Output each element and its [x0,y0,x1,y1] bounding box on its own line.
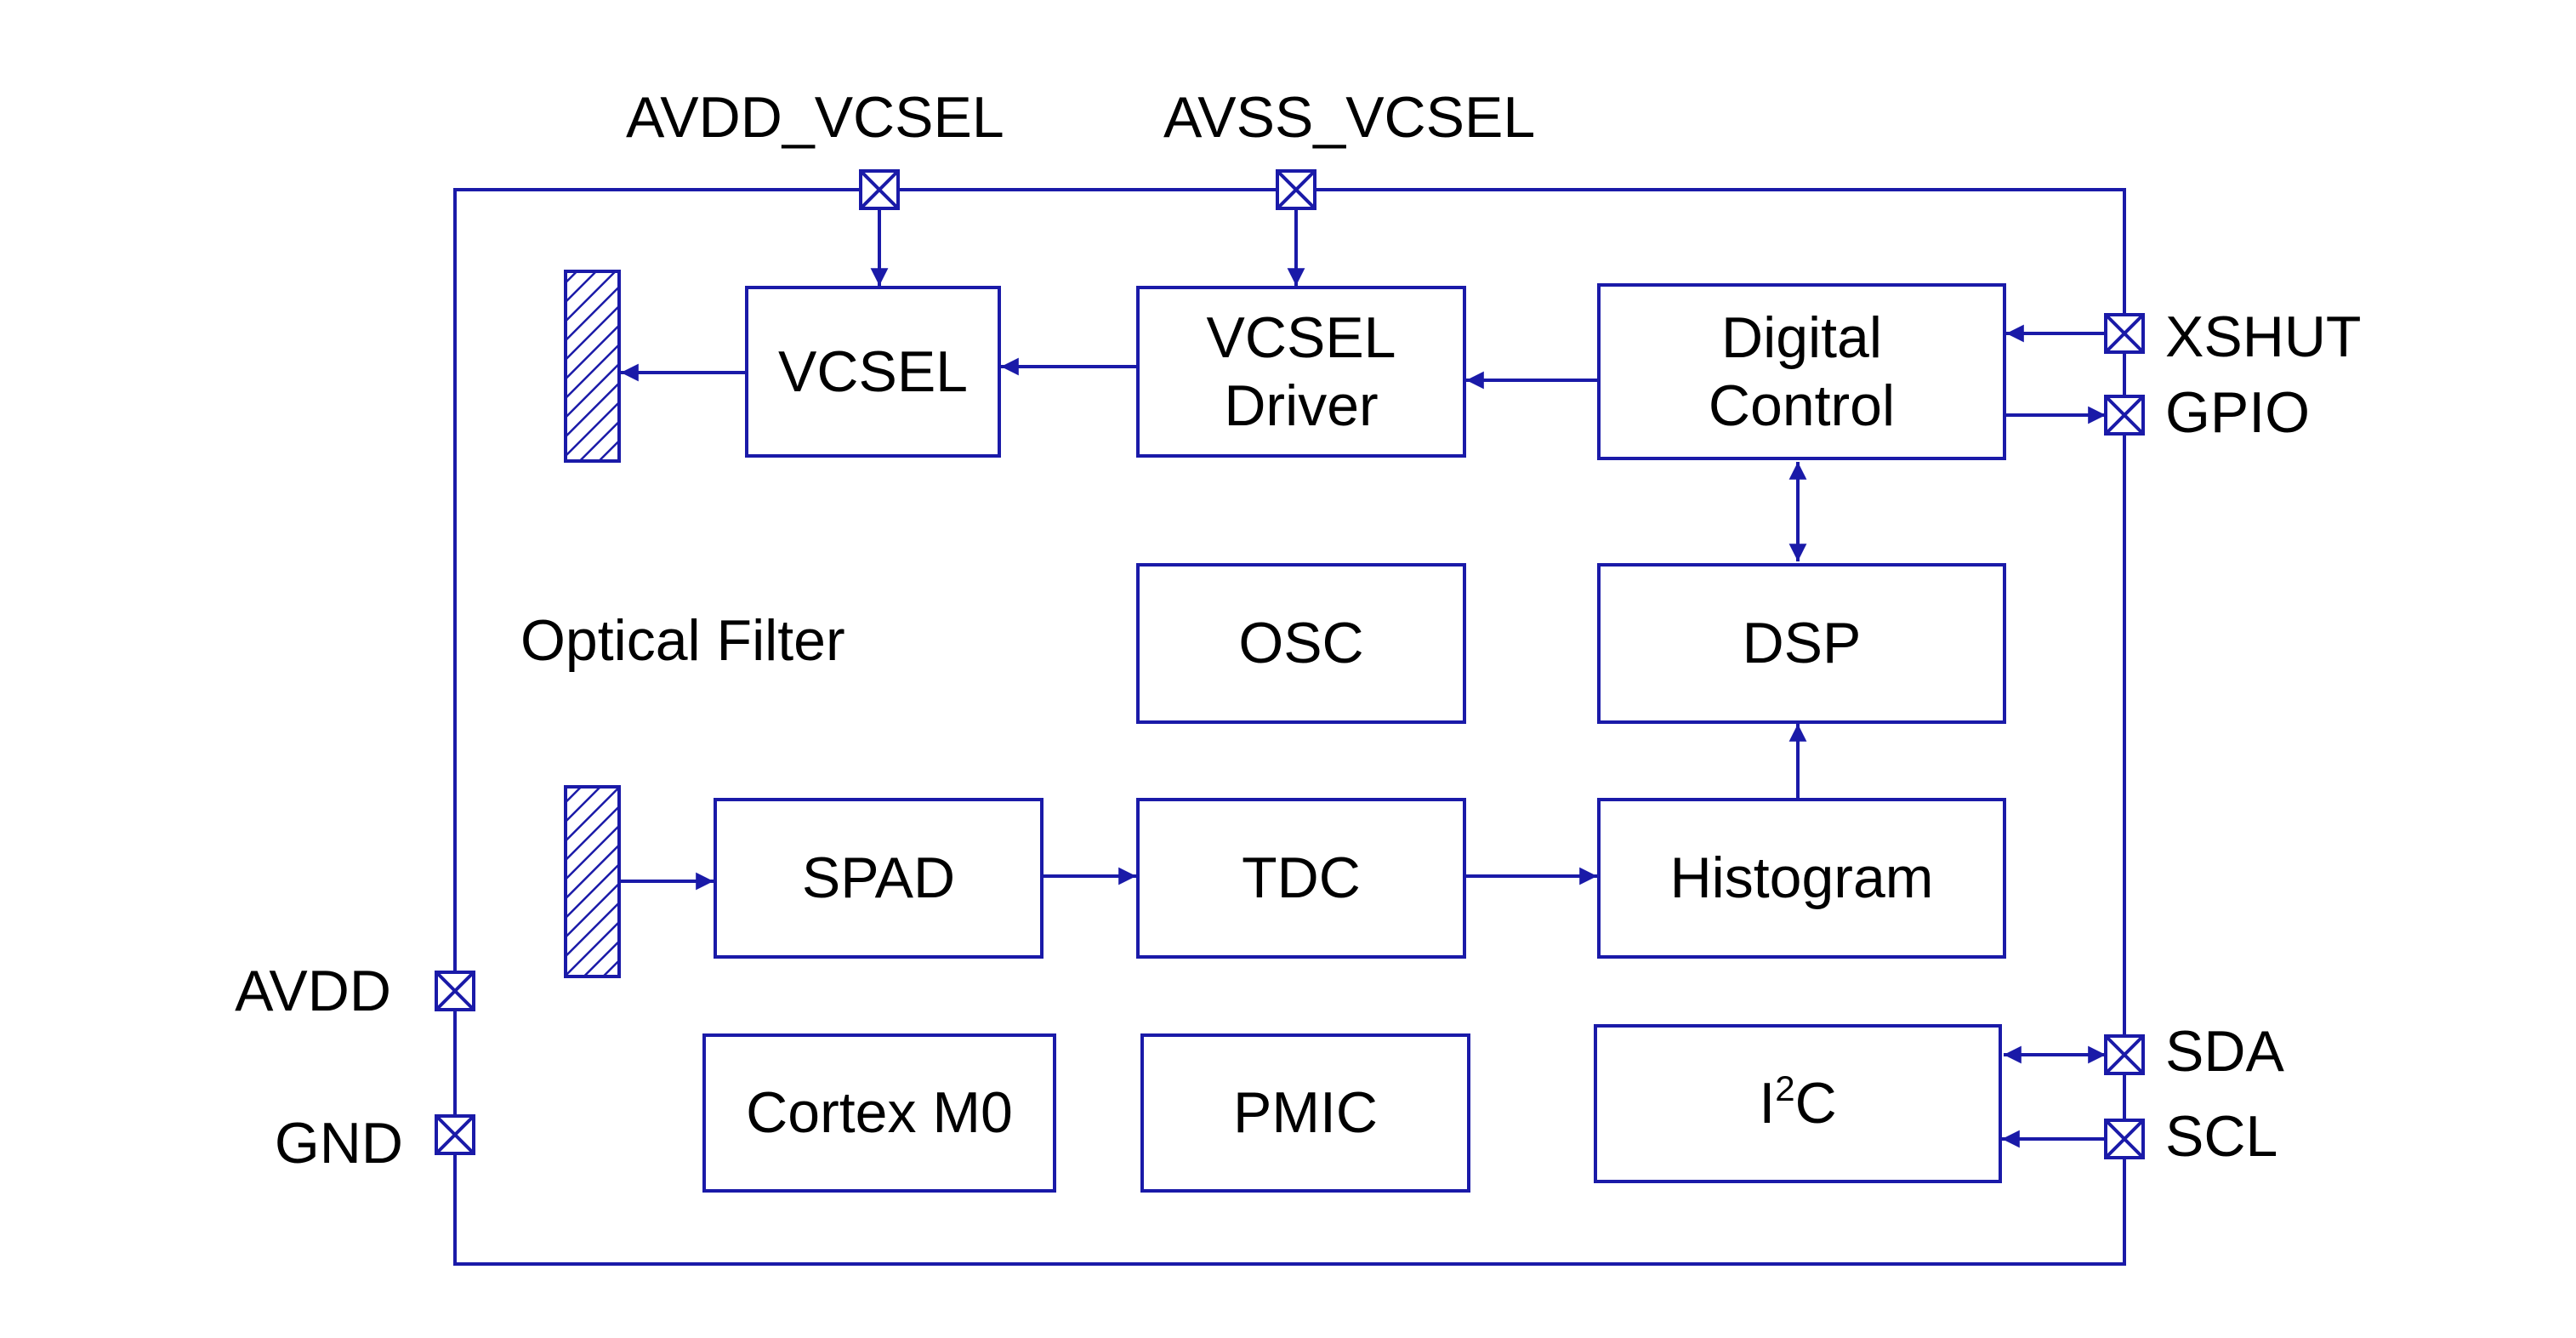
osc-label: OSC [1138,565,1464,722]
pin-pad-avdd [435,971,475,1011]
vcsel-driver-label-line1: VCSEL [1206,305,1396,370]
pin-pad-gnd [435,1114,475,1155]
i2c-label: I2C [1595,1026,2000,1181]
histogram-label: Histogram [1599,800,2005,957]
pin-label-sda: SDA [2165,1019,2284,1084]
pin-pad-avdd-vcsel [859,169,900,210]
vcsel-label-text: VCSEL [778,339,968,404]
digital-control-block [1597,283,2006,460]
i2c-label-sup: 2 [1775,1068,1795,1109]
optical-filter-tx [564,270,621,463]
pin-pad-sda [2104,1034,2145,1075]
pin-pad-xshut [2104,313,2145,354]
spad-label: SPAD [715,800,1042,957]
histogram-block [1597,798,2006,959]
pmic-label: PMIC [1142,1035,1469,1191]
cortex-m0-label-text: Cortex M0 [746,1080,1013,1146]
i2c-block [1594,1024,2002,1183]
tdc-label-text: TDC [1242,846,1361,911]
spad-label-text: SPAD [801,846,956,911]
dsp-block [1597,563,2006,724]
tdc-block [1136,798,1466,959]
tdc-label: TDC [1138,800,1464,957]
osc-block [1136,563,1466,724]
i2c-label-text: I2C [1759,1069,1836,1137]
cortex-m0-block [702,1033,1056,1193]
optical-filter-rx [564,785,621,978]
pin-label-gpio: GPIO [2165,380,2311,445]
pmic-label-text: PMIC [1233,1080,1378,1146]
pin-label-avdd: AVDD [235,959,391,1023]
vcsel-driver-label-line2: Driver [1224,373,1379,438]
pmic-block [1140,1033,1470,1193]
i2c-label-tail: C [1794,1071,1837,1136]
pin-label-gnd: GND [274,1111,403,1176]
pin-label-avss-vcsel: AVSS_VCSEL [1163,85,1536,150]
digital-control-label-line2: Control [1708,373,1896,438]
histogram-label-text: Histogram [1669,846,1934,911]
dsp-label-text: DSP [1742,611,1862,676]
pin-label-avdd-vcsel: AVDD_VCSEL [626,85,1004,150]
optical-filter-label: Optical Filter [520,608,845,673]
vcsel-driver-block [1136,286,1466,458]
vcsel-driver-label: VCSEL Driver [1138,288,1464,456]
vcsel-label: VCSEL [747,288,999,456]
pin-label-xshut: XSHUT [2165,305,2362,369]
pin-pad-scl [2104,1119,2145,1159]
dsp-label: DSP [1599,565,2005,722]
pin-pad-avss-vcsel [1276,169,1316,210]
spad-block [714,798,1043,959]
cortex-m0-label: Cortex M0 [704,1035,1055,1191]
pin-label-scl: SCL [2165,1104,2278,1169]
digital-control-label-line1: Digital [1721,305,1882,370]
pin-pad-gpio [2104,395,2145,436]
i2c-label-base: I [1759,1071,1776,1136]
osc-label-text: OSC [1238,611,1364,676]
digital-control-label: Digital Control [1599,285,2005,458]
